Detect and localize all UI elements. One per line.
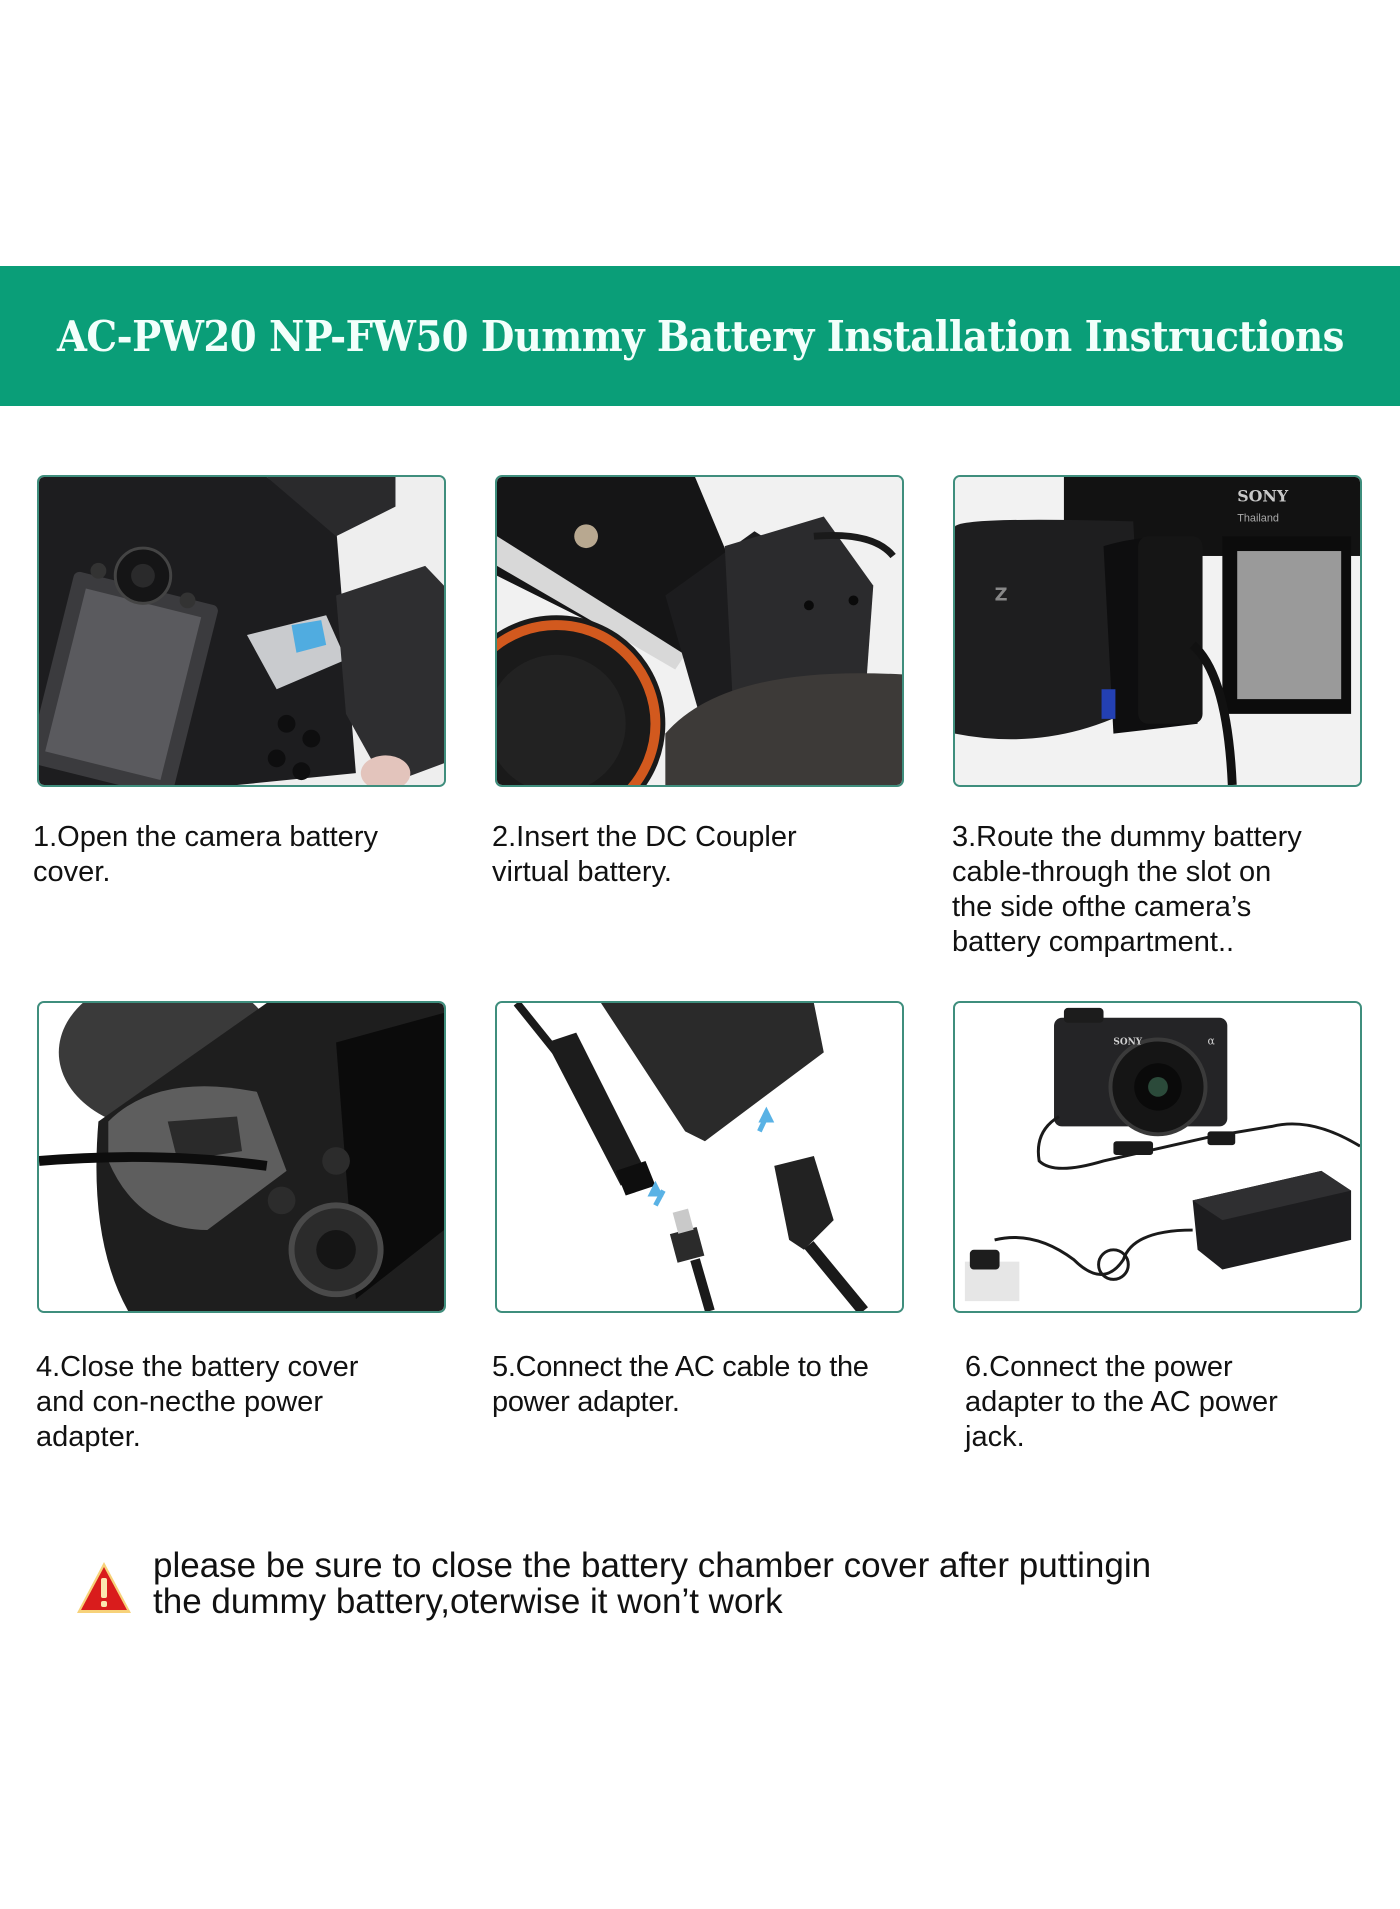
step-2-image xyxy=(495,475,904,787)
step-4-image xyxy=(37,1001,446,1313)
step-3-image: SONY Thailand Z xyxy=(953,475,1362,787)
step-6-caption: 6.Connect the power adapter to the AC po… xyxy=(965,1351,1278,1453)
step-1-image xyxy=(37,475,446,787)
svg-text:Z: Z xyxy=(995,584,1008,605)
svg-text:SONY: SONY xyxy=(1237,487,1289,506)
page-title: AC-PW20 NP-FW50 Dummy Battery Installati… xyxy=(56,311,1344,361)
ac-cable-adapter-photo xyxy=(497,1003,902,1311)
cable-through-slot-photo: SONY Thailand Z xyxy=(955,477,1360,785)
svg-text:Thailand: Thailand xyxy=(1237,512,1279,524)
step-5-caption: 5.Connect the AC cable to the power adap… xyxy=(492,1351,869,1418)
svg-text:SONY: SONY xyxy=(1113,1037,1142,1047)
step-6-image: SONY α xyxy=(953,1001,1362,1313)
camera-adapter-wall-photo: SONY α xyxy=(955,1003,1360,1311)
camera-battery-cover-open-photo xyxy=(39,477,444,785)
step-2-caption: 2.Insert the DC Coupler virtual battery. xyxy=(492,821,797,888)
warning-text: please be sure to close the battery cham… xyxy=(153,1546,1152,1621)
title-banner: AC-PW20 NP-FW50 Dummy Battery Installati… xyxy=(0,266,1400,406)
battery-cover-closed-photo xyxy=(39,1003,444,1311)
warning-triangle-icon xyxy=(77,1562,131,1613)
svg-text:α: α xyxy=(1208,1034,1216,1047)
dc-coupler-inserted-photo xyxy=(497,477,902,785)
step-5-image xyxy=(495,1001,904,1313)
warning-note: please be sure to close the battery cham… xyxy=(75,1548,1353,1620)
step-3-caption: 3.Route the dummy battery cable-through … xyxy=(952,821,1302,958)
step-4-caption: 4.Close the battery cover and con-necthe… xyxy=(36,1351,359,1453)
step-1-caption: 1.Open the camera battery cover. xyxy=(33,821,378,888)
